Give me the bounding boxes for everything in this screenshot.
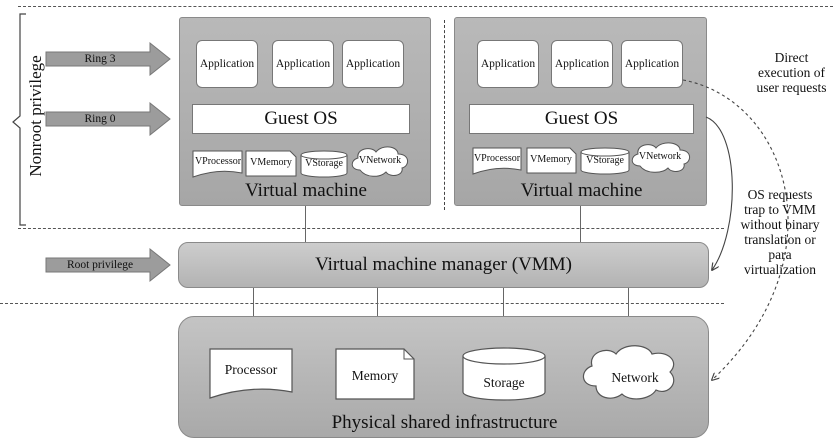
ring0-label: Ring 0 [84,113,116,125]
vmm-bar: Virtual machine manager (VMM) [178,242,709,288]
vmemory-label: VMemory [250,157,292,168]
connector-line [628,288,629,317]
vnetwork-label: VNetwork [358,155,402,166]
guest-os-box: Guest OS [192,104,410,134]
vstorage-label: VStorage [586,155,624,166]
application-box: Application [551,40,613,88]
connector-line [503,288,504,317]
separator-nonroot-root [18,228,724,229]
virtual-machine-title: Virtual machine [520,180,643,201]
vm-divider [444,20,445,210]
vnetwork-label: VNetwork [638,151,682,162]
separator-top [18,6,833,7]
infrastructure-title: Physical shared infrastructure [331,412,558,433]
connector-line [580,206,581,243]
separator-root-physical [0,303,724,304]
network-label: Network [611,370,659,385]
guest-os-box: Guest OS [469,104,694,134]
connector-line [305,206,306,243]
ring3-label: Ring 3 [84,53,116,65]
application-box: Application [342,40,404,88]
connector-line [253,288,254,317]
vstorage-label: VStorage [305,158,343,169]
vprocessor-label: VProcessor [473,153,521,164]
vmemory-label: VMemory [530,154,572,165]
virtual-machine-title: Virtual machine [245,180,367,201]
application-box: Application [196,40,258,88]
virtual-machine-right: Application Application Application Gues… [454,17,707,206]
os-requests-note: OS requests trap to VMM without binary t… [740,187,820,277]
direct-execution-note: Direct execution of user requests [756,50,827,95]
memory-label: Memory [351,368,399,383]
storage-label: Storage [483,375,525,390]
application-box: Application [621,40,683,88]
application-box: Application [477,40,539,88]
connector-line [377,288,378,317]
processor-label: Processor [224,362,278,377]
application-box: Application [272,40,334,88]
root-privilege-label: Root privilege [66,259,134,271]
vprocessor-label: VProcessor [194,156,242,167]
